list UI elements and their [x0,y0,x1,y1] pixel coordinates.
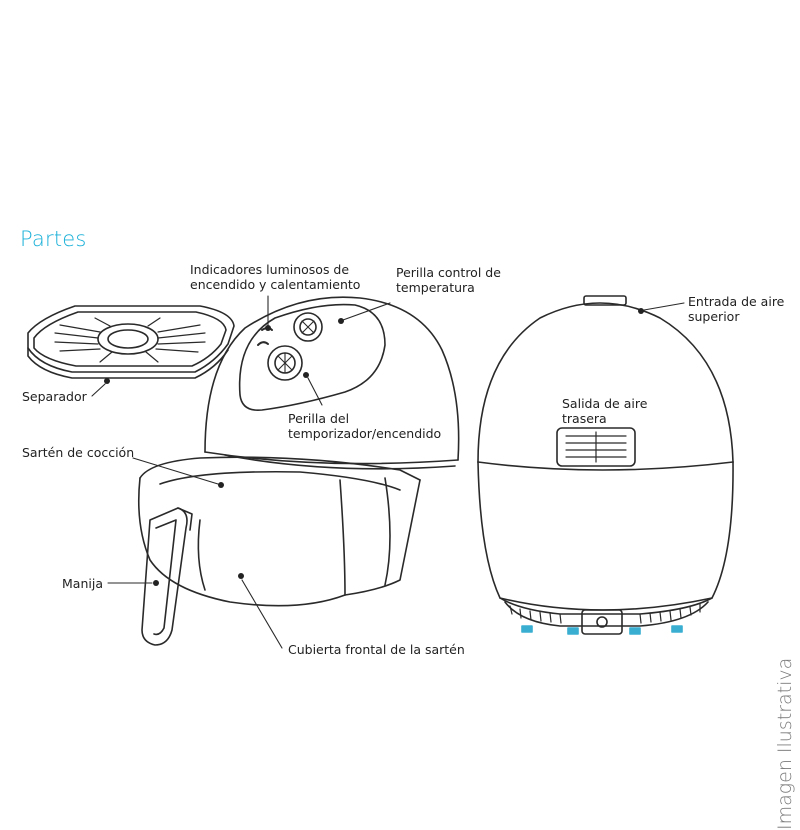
fryer-top-body [204,296,460,470]
label-air-outlet: Salida de aire trasera [562,396,647,426]
fryer-pan [137,456,421,607]
label-pan: Sartén de cocción [22,445,135,460]
watermark: Imagen Ilustrativa [772,565,800,830]
label-air-inlet-line-1: Entrada de aire [688,294,785,309]
page-title: Partes [20,227,87,251]
label-air-outlet-line-1: Salida de aire [562,396,648,411]
label-temp-knob-line-1: Perilla control de [396,265,501,280]
separator-rack [27,305,235,379]
label-indicators: Indicadores luminosos de encendido y cal… [190,262,360,292]
label-separator: Separador [22,389,87,404]
diagram-stage: Partes Indicadores luminosos de encendid… [20,227,800,830]
watermark-text: Imagen Ilustrativa [774,657,796,830]
label-air-inlet-line-2: superior [688,309,740,324]
label-temp-knob: Perilla control de temperatura [396,265,501,295]
label-air-inlet: Entrada de aire superior [688,294,784,324]
label-front-cover: Cubierta frontal de la sartén [288,642,465,657]
label-handle: Manija [62,576,103,591]
label-timer-knob-line-1: Perilla del [288,411,350,426]
label-timer-knob: Perilla del temporizador/encendido [288,411,441,441]
label-indicators-line-1: Indicadores luminosos de [190,262,350,277]
air-fryer-illustration [27,295,734,649]
leader-lines [91,295,685,649]
rear-fryer [477,295,734,635]
label-indicators-line-2: encendido y calentamiento [190,277,361,292]
label-air-outlet-line-2: trasera [562,411,607,426]
fryer-handle [141,507,193,646]
label-temp-knob-line-2: temperatura [396,280,475,295]
label-timer-knob-line-2: temporizador/encendido [288,426,442,441]
